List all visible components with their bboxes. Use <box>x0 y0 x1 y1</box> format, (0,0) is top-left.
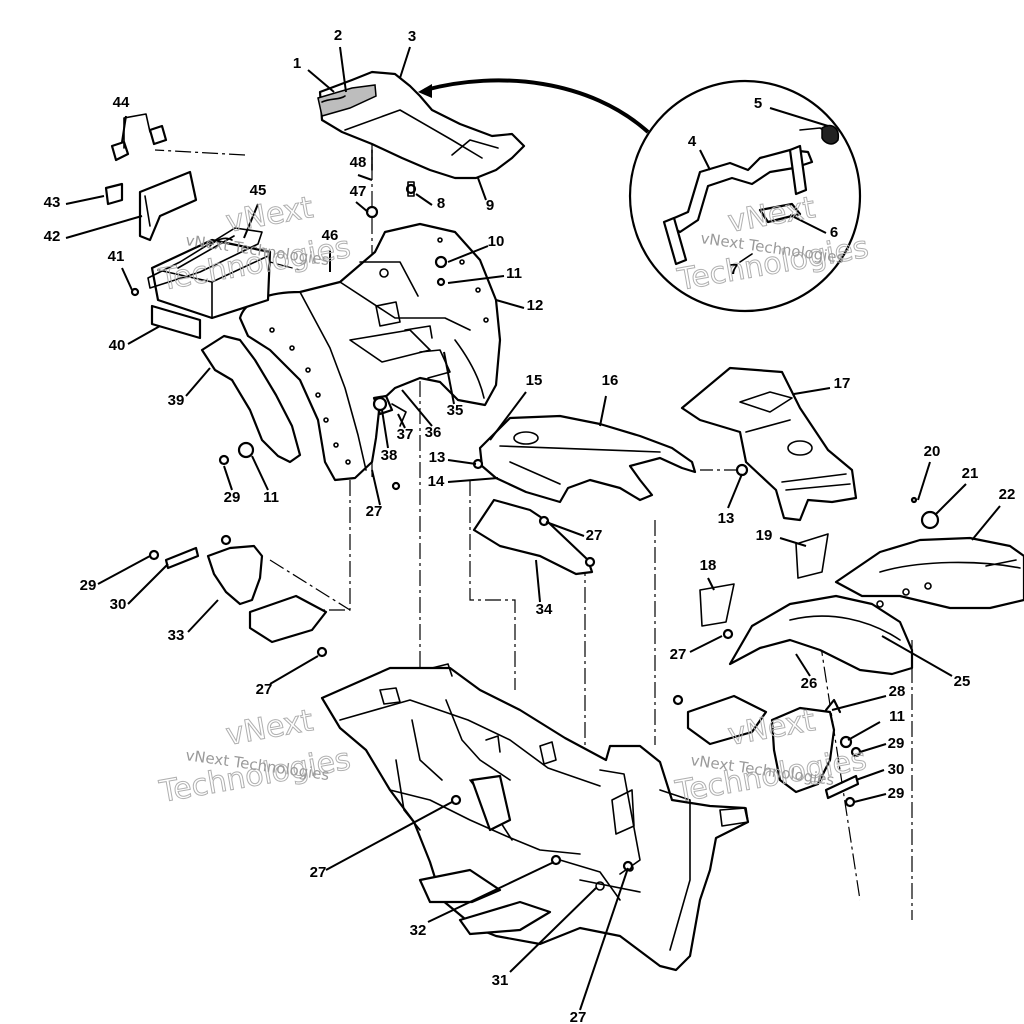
callout-c39: 39 <box>168 392 185 409</box>
callout-c27a: 27 <box>366 503 383 520</box>
watermark-outline-text: vNext <box>223 703 316 753</box>
callout-c32: 32 <box>410 922 427 939</box>
callout-c19: 19 <box>756 527 773 544</box>
callout-c18: 18 <box>700 557 717 574</box>
callout-c46: 46 <box>322 227 339 244</box>
callout-c45: 45 <box>250 182 267 199</box>
callout-c11a: 11 <box>506 265 522 282</box>
callout-c12: 12 <box>527 297 544 314</box>
callout-c11b: 11 <box>263 489 279 506</box>
callout-c6: 6 <box>830 224 838 241</box>
callout-c30a: 30 <box>110 596 127 613</box>
callout-c41: 41 <box>108 248 125 265</box>
rear-mud-flap-left <box>200 334 302 464</box>
footrest-left <box>248 594 328 644</box>
fuel-tank-cover <box>680 366 858 522</box>
detail-arrow-head <box>418 84 432 98</box>
callout-c9: 9 <box>486 197 494 214</box>
callout-c4: 4 <box>688 133 697 150</box>
callout-c48: 48 <box>350 154 367 171</box>
callout-c27b: 27 <box>586 527 603 544</box>
front-fender-panel <box>478 414 697 504</box>
front-fenders-right <box>699 533 1024 676</box>
mud-flap-28 <box>770 706 836 794</box>
callout-c42: 42 <box>44 228 61 245</box>
callout-c11c: 11 <box>889 708 905 725</box>
callout-c27e: 27 <box>310 864 327 881</box>
callout-c27f: 27 <box>570 1009 587 1024</box>
callout-c17: 17 <box>834 375 851 392</box>
callout-c22: 22 <box>999 486 1016 503</box>
callout-c10: 10 <box>488 233 505 250</box>
callout-c34: 34 <box>536 601 553 618</box>
callout-c38: 38 <box>381 447 398 464</box>
callout-c29b: 29 <box>80 577 97 594</box>
callout-c7: 7 <box>730 261 738 278</box>
callout-c37: 37 <box>397 426 414 443</box>
callout-c30b: 30 <box>888 761 905 778</box>
watermark-outline-text: vNext <box>223 190 316 240</box>
callout-c1: 1 <box>293 55 301 72</box>
callout-c27c: 27 <box>256 681 273 698</box>
callout-c3: 3 <box>408 28 416 45</box>
seat-assembly <box>317 70 526 197</box>
callout-c43: 43 <box>44 194 61 211</box>
callout-c14: 14 <box>428 473 445 490</box>
callout-c8: 8 <box>437 195 445 212</box>
callout-c13a: 13 <box>429 449 446 466</box>
detail-arrow <box>424 78 650 134</box>
mud-flap-33 <box>206 544 264 606</box>
callout-c35: 35 <box>447 402 464 419</box>
callout-c25: 25 <box>954 673 971 690</box>
callout-c36: 36 <box>425 424 442 441</box>
callout-c29a: 29 <box>224 489 241 506</box>
leader-lines <box>65 46 1001 1011</box>
callout-c20: 20 <box>924 443 941 460</box>
callout-c29c: 29 <box>888 735 905 752</box>
callout-c33: 33 <box>168 627 185 644</box>
frame <box>320 663 750 972</box>
callout-c26: 26 <box>801 675 818 692</box>
callout-c31: 31 <box>492 972 509 989</box>
callout-c28: 28 <box>889 683 906 700</box>
inset-detail <box>628 79 862 313</box>
battery-box <box>147 227 272 340</box>
callout-c40: 40 <box>109 337 126 354</box>
callout-c5: 5 <box>754 95 762 112</box>
callout-c13b: 13 <box>718 510 735 527</box>
fasteners <box>130 205 940 872</box>
callout-c29d: 29 <box>888 785 905 802</box>
callout-c15: 15 <box>526 372 543 389</box>
callout-c27d: 27 <box>670 646 687 663</box>
callout-c16: 16 <box>602 372 619 389</box>
callout-c21: 21 <box>962 465 979 482</box>
splash-panel-34 <box>472 498 594 576</box>
callout-c44: 44 <box>113 94 130 111</box>
footrest-right <box>686 694 768 746</box>
battery-bracket <box>104 113 198 242</box>
callout-c47: 47 <box>350 183 367 200</box>
callout-c2: 2 <box>334 27 342 44</box>
